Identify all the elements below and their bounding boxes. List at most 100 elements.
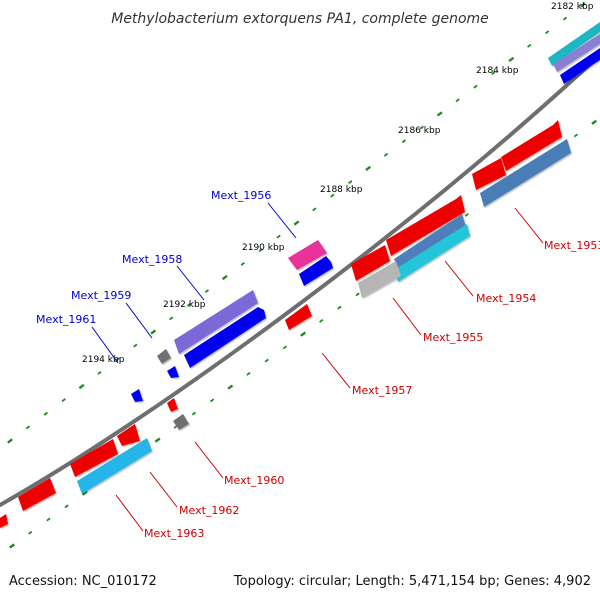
tick-mark [186,302,192,307]
gene-label-mext-1960[interactable]: Mext_1960 [224,474,284,487]
tick-mark [169,316,174,321]
tick-mark [25,425,31,430]
scale-label: 2192 kbp [163,300,206,310]
cds-reverse-arrow[interactable] [167,398,178,412]
gene-label-mext-1956[interactable]: Mext_1956 [211,189,271,202]
tick-mark [436,111,443,117]
cds-forward-arrow[interactable] [560,48,600,84]
tick-mark [508,56,515,63]
tick-mark [580,2,586,8]
label-leader-lines [91,202,544,532]
gene-label-mext-1961[interactable]: Mext_1961 [36,313,96,326]
gene-label-mext-1958[interactable]: Mext_1958 [122,253,182,266]
blast-hit-cyan[interactable] [77,438,152,494]
tick-mark [293,220,300,226]
tick-mark [28,530,33,535]
tick-mark [337,305,342,310]
cds-forward-arrow[interactable] [131,389,143,402]
tick-mark [276,234,281,239]
cds-reverse-arrow[interactable] [0,514,8,528]
blast-hit-purple[interactable] [553,34,600,72]
scale-label: 2186 kbp [398,126,441,136]
tick-mark [491,71,496,76]
cds-reverse-arrow[interactable] [18,478,56,511]
tick-mark [133,343,138,348]
tick-mark [330,193,335,198]
gene-label-mext-1963[interactable]: Mext_1963 [144,527,204,540]
blast-hit-grey[interactable] [358,261,401,298]
tick-mark [365,165,372,172]
cds-forward-arrow[interactable] [299,256,333,286]
scale-label: 2182 kbp [551,2,594,12]
scale-label: 2194 kbp [82,355,125,365]
tick-mark [81,490,88,496]
blast-hit-steel[interactable] [480,139,571,207]
tick-mark [545,30,550,35]
tick-mark [401,139,407,144]
tick-mark [258,248,263,253]
scale-label: 2184 kbp [476,66,519,76]
tick-mark [191,411,197,416]
cds-reverse-arrow[interactable] [70,439,118,477]
cds-reverse-arrow[interactable] [386,195,465,256]
tick-mark [154,437,161,443]
tick-mark [204,289,210,294]
tick-mark [562,16,568,21]
misc-feature-grey[interactable] [173,414,189,430]
gene-label-mext-1953[interactable]: Mext_1953 [544,239,600,252]
tick-mark [319,318,324,323]
tick-mark [473,84,478,89]
tick-mark [300,331,307,337]
blast-hit-cyan[interactable] [394,224,470,282]
tick-mark [527,43,532,48]
gene-labels: Mext_1956 Mext_1958 Mext_1959 Mext_1961 … [36,189,600,540]
scale-label: 2188 kbp [320,185,363,195]
tick-mark [455,98,460,103]
tick-mark [355,292,360,297]
blast-hit-magenta[interactable] [288,240,327,270]
tick-mark [61,398,66,403]
misc-feature-grey[interactable] [157,349,171,364]
blast-hit-purple[interactable] [174,290,258,354]
tick-mark [46,517,51,522]
tick-mark [573,133,579,138]
tick-mark [221,274,228,281]
tick-mark [348,180,353,185]
genome-backbone [0,53,600,507]
gene-label-mext-1959[interactable]: Mext_1959 [71,289,131,302]
tick-mark [209,398,215,403]
tick-mark [264,358,269,363]
tick-mark [64,504,69,509]
tick-mark [78,383,85,390]
tick-mark [246,371,251,376]
tick-mark [383,152,389,157]
blast-hit-steel[interactable] [394,214,466,272]
blast-hit-cyan[interactable] [548,22,600,66]
tick-mark [9,543,15,549]
gene-label-mext-1955[interactable]: Mext_1955 [423,331,483,344]
scale-labels: 2182 kbp 2184 kbp 2186 kbp 2188 kbp 2190… [82,2,594,365]
tick-mark [282,345,288,350]
cds-reverse-arrow[interactable] [472,158,506,190]
map-title: Methylobacterium extorquens PA1, complet… [111,11,489,27]
tick-mark [419,125,424,130]
genome-summary-text: Topology: circular; Length: 5,471,154 bp… [233,574,591,589]
tick-mark [43,411,48,416]
tick-mark [312,207,317,212]
gene-label-mext-1957[interactable]: Mext_1957 [352,384,412,397]
tick-mark [464,213,469,217]
scale-label: 2190 kbp [242,243,285,253]
tick-mark [150,329,157,335]
gene-label-mext-1962[interactable]: Mext_1962 [179,504,239,517]
cds-reverse-arrow[interactable] [501,120,562,171]
cds-forward-arrow[interactable] [184,307,266,368]
cds-reverse-arrow[interactable] [351,245,390,281]
cds-reverse-arrow[interactable] [117,424,140,446]
tick-mark [7,438,13,444]
cds-forward-arrow[interactable] [167,366,179,378]
accession-text: Accession: NC_010172 [9,574,157,589]
tick-mark [240,261,245,266]
cds-reverse-arrow[interactable] [285,304,312,330]
gene-label-mext-1954[interactable]: Mext_1954 [476,292,536,305]
